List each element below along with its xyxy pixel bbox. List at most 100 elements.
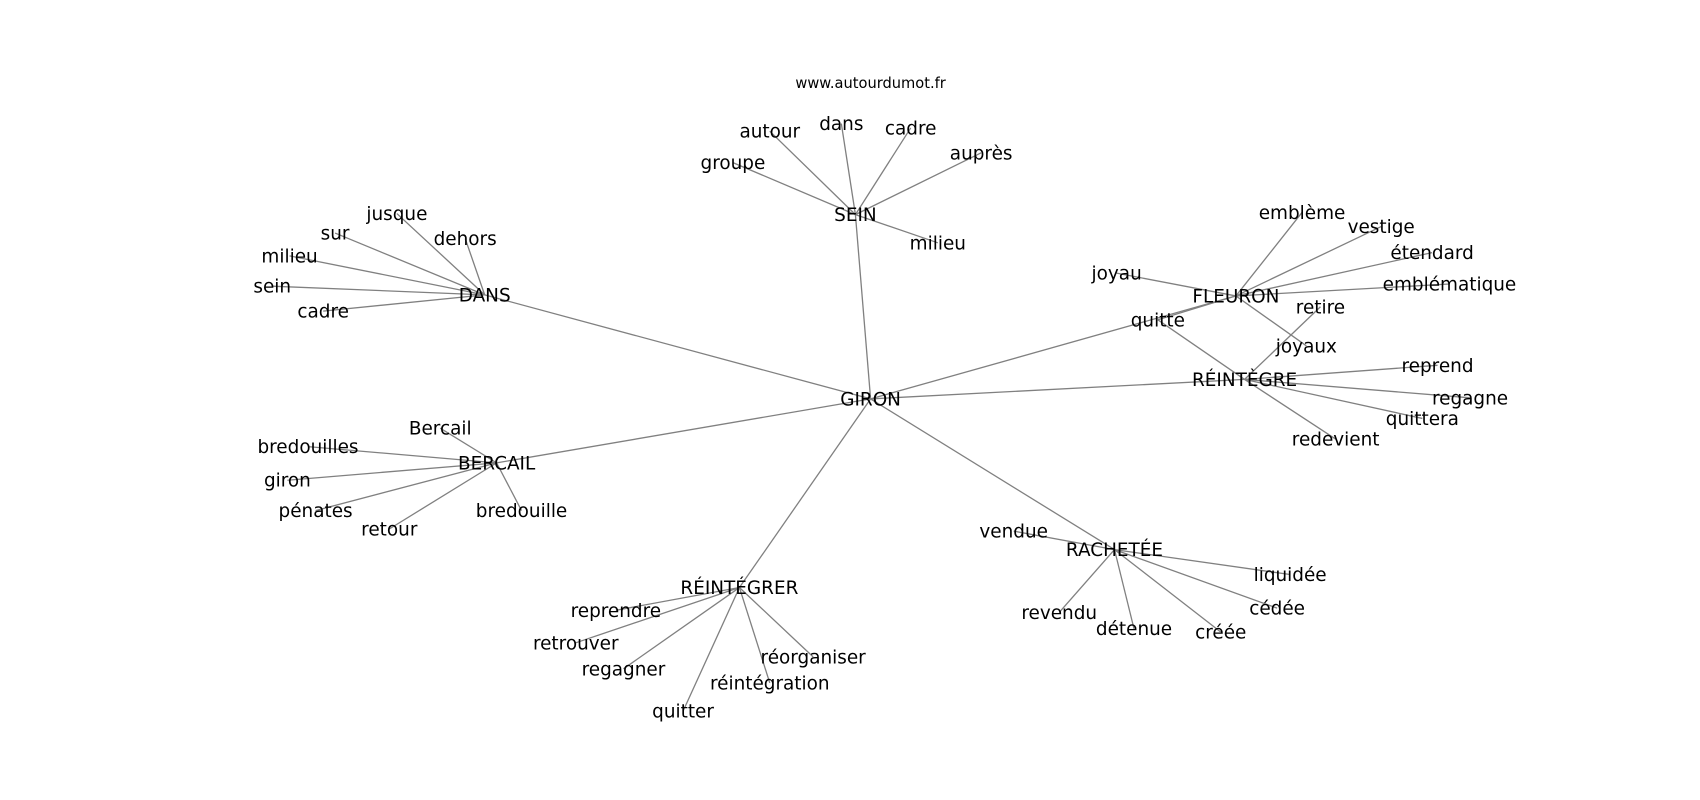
edge-fleuron-hub-joyaux xyxy=(1235,295,1307,347)
node-bredouilles: bredouilles xyxy=(257,437,358,458)
node-rachetee-hub: RACHETÉE xyxy=(1066,539,1163,561)
node-retire: retire xyxy=(1296,297,1345,318)
node-quitte: quitte xyxy=(1131,310,1185,331)
node-regagne: regagne xyxy=(1432,388,1508,409)
edge-sein-hub-aupres xyxy=(855,152,982,216)
node-joyau: joyau xyxy=(1091,264,1142,285)
edge-giron-hub-dans-hub xyxy=(484,294,871,400)
labels: GIRON SEIN autour dans cadre auprès groupe mili… xyxy=(253,114,1516,723)
node-cadre-d: cadre xyxy=(297,302,349,323)
edge-reintegre-hub-retire xyxy=(1244,306,1321,380)
node-reorganiser: réorganiser xyxy=(761,647,867,668)
node-liquidee: liquidée xyxy=(1254,565,1327,586)
edge-giron-hub-fleuron-hub xyxy=(870,295,1237,400)
node-sur: sur xyxy=(321,224,350,245)
node-reprend: reprend xyxy=(1402,356,1474,377)
node-fleuron-hub: FLEURON xyxy=(1192,286,1279,307)
site-title: www.autourdumot.fr xyxy=(795,75,946,92)
edge-giron-hub-sein-hub xyxy=(854,214,872,399)
node-reintegrer-hub: RÉINTÉGRER xyxy=(680,577,798,599)
node-bredouille: bredouille xyxy=(476,501,567,522)
node-quittera: quittera xyxy=(1386,409,1459,430)
edge-reintegre-hub-redevient xyxy=(1244,378,1336,440)
edge-dans-hub-sur xyxy=(334,232,485,296)
edge-dans-hub-jusque xyxy=(396,213,486,296)
node-giron-l: giron xyxy=(264,471,311,492)
node-reintegre-hub: RÉINTÈGRE xyxy=(1192,369,1297,391)
edge-sein-hub-milieu-s xyxy=(855,214,939,244)
node-milieu-s: milieu xyxy=(910,233,966,254)
edge-rachetee-hub-creee xyxy=(1114,549,1222,633)
edge-dans-hub-dehors xyxy=(464,238,486,296)
node-vestige: vestige xyxy=(1348,217,1415,238)
node-reintegration: réintégration xyxy=(710,673,830,694)
node-creee: créée xyxy=(1195,622,1246,643)
node-regagner: regagner xyxy=(582,659,666,680)
edge-sein-hub-groupe xyxy=(732,162,856,216)
node-groupe: groupe xyxy=(701,153,766,174)
edge-fleuron-hub-emblematique xyxy=(1235,283,1450,297)
node-embleme: emblème xyxy=(1259,203,1346,224)
edge-giron-hub-rachetee-hub xyxy=(870,398,1115,551)
edge-sein-hub-cadre-s xyxy=(854,127,912,215)
node-emblematique: emblématique xyxy=(1383,275,1517,296)
node-vendue: vendue xyxy=(979,522,1048,543)
edge-rachetee-hub-cedee xyxy=(1114,548,1278,609)
node-jusque: jusque xyxy=(365,204,427,225)
edge-reintegrer-hub-reintegration xyxy=(738,587,771,684)
node-penates: pénates xyxy=(279,501,353,522)
edge-rachetee-hub-liquidee xyxy=(1114,548,1291,576)
edge-bercail-hub-bredouille xyxy=(496,462,523,511)
node-etendard: étendard xyxy=(1390,243,1473,264)
edge-dans-hub-cadre-d xyxy=(323,294,485,312)
edge-rachetee-hub-vendue xyxy=(1013,530,1115,551)
node-bercail-hub: BERCAIL xyxy=(458,453,536,474)
edge-bercail-hub-penates xyxy=(315,462,497,512)
node-reprendre: reprendre xyxy=(571,601,662,622)
node-aupres: auprès xyxy=(950,143,1013,164)
node-dans-s: dans xyxy=(819,114,863,135)
node-milieu-d: milieu xyxy=(261,246,317,267)
edge-giron-hub-reintegrer-hub xyxy=(738,398,872,588)
edge-rachetee-hub-revendu xyxy=(1058,549,1115,613)
edge-fleuron-hub-embleme xyxy=(1235,212,1303,297)
edges xyxy=(272,123,1471,712)
edge-fleuron-hub-quitte xyxy=(1157,295,1237,321)
node-revendu: revendu xyxy=(1021,603,1097,624)
edge-giron-hub-bercail-hub xyxy=(496,398,871,464)
node-dehors: dehors xyxy=(434,229,497,250)
edge-reintegre-hub-quitte xyxy=(1157,319,1245,380)
edge-giron-hub-reintegre-hub xyxy=(870,378,1245,400)
edge-reintegrer-hub-reprendre xyxy=(615,586,740,611)
edge-rachetee-hub-detenue xyxy=(1113,549,1135,629)
edge-dans-hub-sein-d xyxy=(272,285,485,296)
edge-sein-hub-dans-s xyxy=(840,123,857,215)
edge-fleuron-hub-joyau xyxy=(1116,272,1237,297)
edge-reintegre-hub-regagne xyxy=(1244,378,1471,399)
edge-bercail-hub-bredouilles xyxy=(307,445,497,464)
node-sein-hub: SEIN xyxy=(834,205,877,226)
node-autour: autour xyxy=(739,122,800,143)
edge-fleuron-hub-etendard xyxy=(1235,251,1433,297)
edge-reintegre-hub-quittera xyxy=(1244,378,1423,420)
edge-reintegrer-hub-regagner xyxy=(623,587,740,670)
edge-bercail-hub-giron-l xyxy=(287,462,497,481)
edge-reintegrer-hub-reorganiser xyxy=(738,587,814,658)
node-cadre-s: cadre xyxy=(885,118,937,139)
edge-bercail-hub-retour xyxy=(388,462,497,530)
edge-reintegrer-hub-quitter xyxy=(682,587,741,712)
node-joyaux: joyaux xyxy=(1275,336,1337,357)
edge-bercail-hub-bercail-l xyxy=(439,427,497,464)
node-retrouver: retrouver xyxy=(533,633,619,654)
edge-dans-hub-milieu-d xyxy=(289,255,485,296)
edge-fleuron-hub-vestige xyxy=(1235,225,1382,297)
node-dans-hub: DANS xyxy=(459,285,511,306)
node-cedee: cédée xyxy=(1249,599,1305,620)
node-retour: retour xyxy=(361,520,418,541)
edge-reintegrer-hub-retrouver xyxy=(575,586,740,644)
node-quitter: quitter xyxy=(652,702,714,723)
node-bercail-l: Bercail xyxy=(409,419,472,440)
node-giron-hub: GIRON xyxy=(840,389,901,410)
